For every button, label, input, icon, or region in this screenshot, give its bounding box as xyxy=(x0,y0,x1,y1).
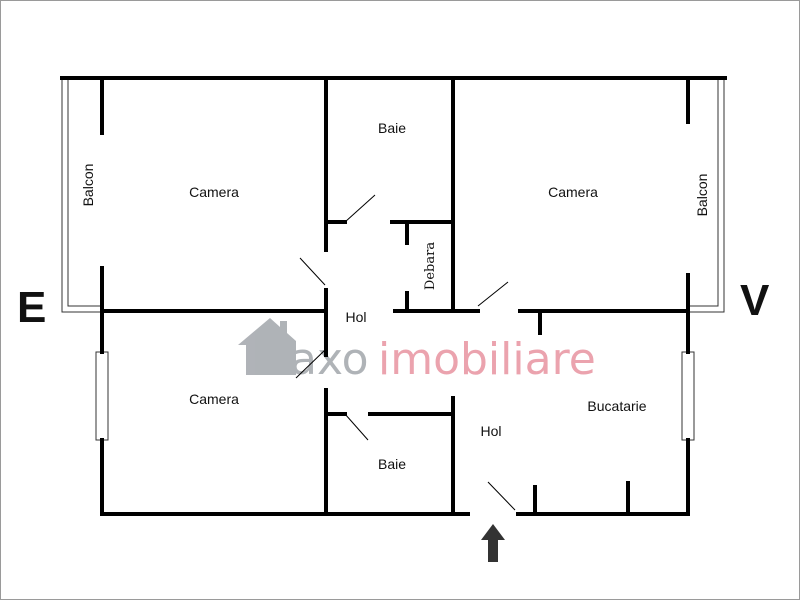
watermark-logo: axo imobiliare xyxy=(238,318,596,385)
room-baie-top: Baie xyxy=(378,120,406,136)
arrow-up-icon xyxy=(481,524,505,562)
door-swings xyxy=(295,194,516,511)
room-hol-center: Hol xyxy=(345,309,366,325)
compass-east: V xyxy=(740,276,770,325)
watermark-axo: axo xyxy=(290,334,369,385)
house-icon xyxy=(238,318,296,375)
room-camera-top-left: Camera xyxy=(189,184,239,200)
room-baie-bottom: Baie xyxy=(378,456,406,472)
balcony-outlines xyxy=(61,78,725,313)
compass-west: E xyxy=(17,283,46,332)
room-camera-top-right: Camera xyxy=(548,184,598,200)
room-camera-bottom-left: Camera xyxy=(189,391,239,407)
walls xyxy=(60,76,727,516)
room-bucatarie: Bucatarie xyxy=(587,398,646,414)
room-balcon-left: Balcon xyxy=(80,164,96,207)
room-debara: Debara xyxy=(423,242,438,290)
room-balcon-right: Balcon xyxy=(694,174,710,217)
room-hol-entrance: Hol xyxy=(480,423,501,439)
watermark-imobiliare: imobiliare xyxy=(378,334,596,385)
